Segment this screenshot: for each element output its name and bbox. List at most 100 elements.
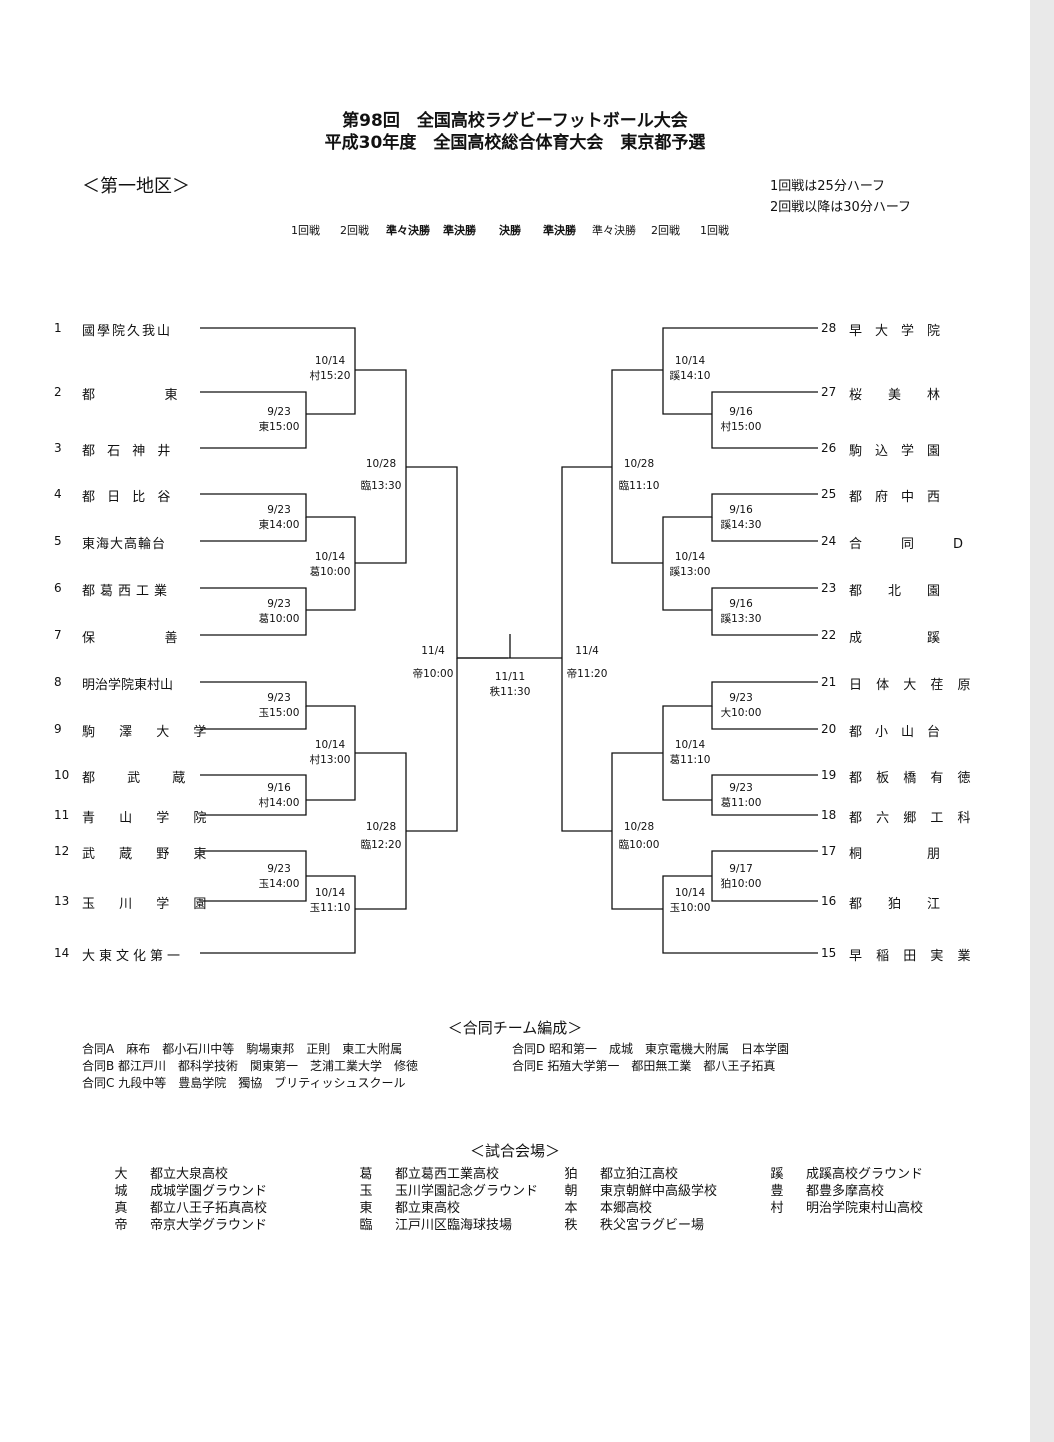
venue-key: 朝 bbox=[564, 1184, 578, 1199]
seed-number: 23 bbox=[821, 581, 837, 595]
team-name: 明治学院東村山 bbox=[82, 678, 174, 693]
combined-team-row: 合同E 拓殖大学第一 都田無工業 都八王子拓真 bbox=[512, 1059, 776, 1073]
venue-key: 東 bbox=[359, 1201, 373, 1216]
bracket-line bbox=[711, 517, 818, 542]
bracket-line bbox=[406, 466, 508, 659]
venue-name: 都立八王子拓真高校 bbox=[150, 1201, 268, 1216]
seed-number: 6 bbox=[54, 581, 62, 595]
venue-name: 成城学園グラウンド bbox=[150, 1184, 268, 1199]
tournament-bracket bbox=[200, 327, 818, 954]
combined-team-row: 合同D 昭和第一 成城 東京電機大附属 日本学園 bbox=[512, 1042, 790, 1056]
venue-key: 狛 bbox=[564, 1167, 578, 1182]
venue-key: 本 bbox=[564, 1201, 578, 1216]
team-name: 都 北 園 bbox=[849, 584, 941, 599]
tournament-subtitle: 平成30年度 全国高校総合体育大会 東京都予選 bbox=[324, 133, 706, 153]
bracket-line bbox=[662, 493, 818, 611]
seed-number: 8 bbox=[54, 675, 62, 689]
seed-number: 24 bbox=[821, 534, 837, 548]
combined-teams-title: ＜合同チーム編成＞ bbox=[447, 1019, 583, 1037]
team-name: 成 蹊 bbox=[849, 631, 941, 646]
seed-number: 25 bbox=[821, 487, 837, 501]
round-header: 準々決勝 bbox=[386, 224, 430, 237]
venue-name: 明治学院東村山高校 bbox=[806, 1201, 924, 1216]
bracket-line bbox=[662, 327, 818, 415]
team-name: 駒 込 学 園 bbox=[849, 444, 941, 459]
round-header: 1回戦 bbox=[700, 224, 729, 237]
seed-number: 13 bbox=[54, 894, 70, 908]
seed-number: 18 bbox=[821, 808, 837, 822]
seed-number: 20 bbox=[821, 722, 837, 736]
team-name: 都 石 神 井 bbox=[82, 444, 175, 459]
venue-key: 村 bbox=[770, 1201, 784, 1216]
seed-number: 12 bbox=[54, 844, 70, 858]
seed-number: 4 bbox=[54, 487, 62, 501]
team-name: 都 府 中 西 bbox=[849, 490, 941, 505]
team-name: 玉 川 学 園 bbox=[82, 897, 217, 912]
seed-number: 19 bbox=[821, 768, 837, 782]
seed-number: 22 bbox=[821, 628, 837, 642]
team-name: 都 武 蔵 bbox=[82, 771, 191, 786]
team-name: 大東文化第一 bbox=[82, 949, 185, 964]
team-name: 都 東 bbox=[82, 388, 182, 403]
round-header: 準決勝 bbox=[443, 224, 476, 237]
venue-name: 本郷高校 bbox=[600, 1201, 653, 1216]
venue-key: 大 bbox=[114, 1167, 128, 1182]
venue-key: 玉 bbox=[359, 1184, 373, 1199]
team-name: 駒 澤 大 学 bbox=[82, 725, 217, 740]
page-edge-shadow bbox=[1030, 0, 1054, 1442]
venue-key: 城 bbox=[114, 1184, 128, 1199]
seed-number: 21 bbox=[821, 675, 837, 689]
team-name: 東海大高輪台 bbox=[82, 537, 167, 552]
bracket-line bbox=[406, 658, 458, 832]
venue-name: 成蹊高校グラウンド bbox=[806, 1167, 924, 1182]
round-header: 2回戦 bbox=[340, 224, 369, 237]
team-name: 都 板 橋 有 徳 bbox=[849, 771, 976, 786]
venue-name: 都立狛江高校 bbox=[600, 1167, 679, 1182]
combined-team-row: 合同B 都江戸川 都科学技術 関東第一 芝浦工業大学 修徳 bbox=[82, 1059, 419, 1073]
seed-number: 16 bbox=[821, 894, 837, 908]
round-header: 1回戦 bbox=[291, 224, 320, 237]
team-name: 保 善 bbox=[82, 631, 182, 646]
seed-number: 5 bbox=[54, 534, 62, 548]
venue-name: 帝京大学グラウンド bbox=[150, 1218, 268, 1233]
venue-key: 秩 bbox=[564, 1218, 578, 1233]
team-name: 都 六 郷 工 科 bbox=[849, 811, 976, 826]
venue-name: 江戸川区臨海球技場 bbox=[395, 1218, 513, 1233]
bracket-line bbox=[200, 327, 356, 415]
combined-team-row: 合同C 九段中等 豊島学院 獨協 ブリティッシュスクール bbox=[82, 1076, 406, 1090]
team-name: 合 同 D bbox=[849, 537, 964, 552]
round-header: 準決勝 bbox=[543, 224, 576, 237]
seed-number: 10 bbox=[54, 768, 70, 782]
seed-number: 15 bbox=[821, 946, 837, 960]
bracket-line bbox=[662, 681, 818, 801]
seed-number: 9 bbox=[54, 722, 62, 736]
seed-number: 14 bbox=[54, 946, 70, 960]
venue-key: 真 bbox=[114, 1201, 128, 1216]
seed-number: 7 bbox=[54, 628, 62, 642]
team-name: 都葛西工業 bbox=[82, 584, 173, 599]
venue-name: 秩父宮ラグビー場 bbox=[600, 1218, 705, 1233]
venue-name: 東京朝鮮中高級学校 bbox=[600, 1184, 718, 1199]
bracket-line bbox=[200, 681, 356, 801]
tournament-title: 第98回 全国高校ラグビーフットボール大会 bbox=[342, 111, 688, 131]
